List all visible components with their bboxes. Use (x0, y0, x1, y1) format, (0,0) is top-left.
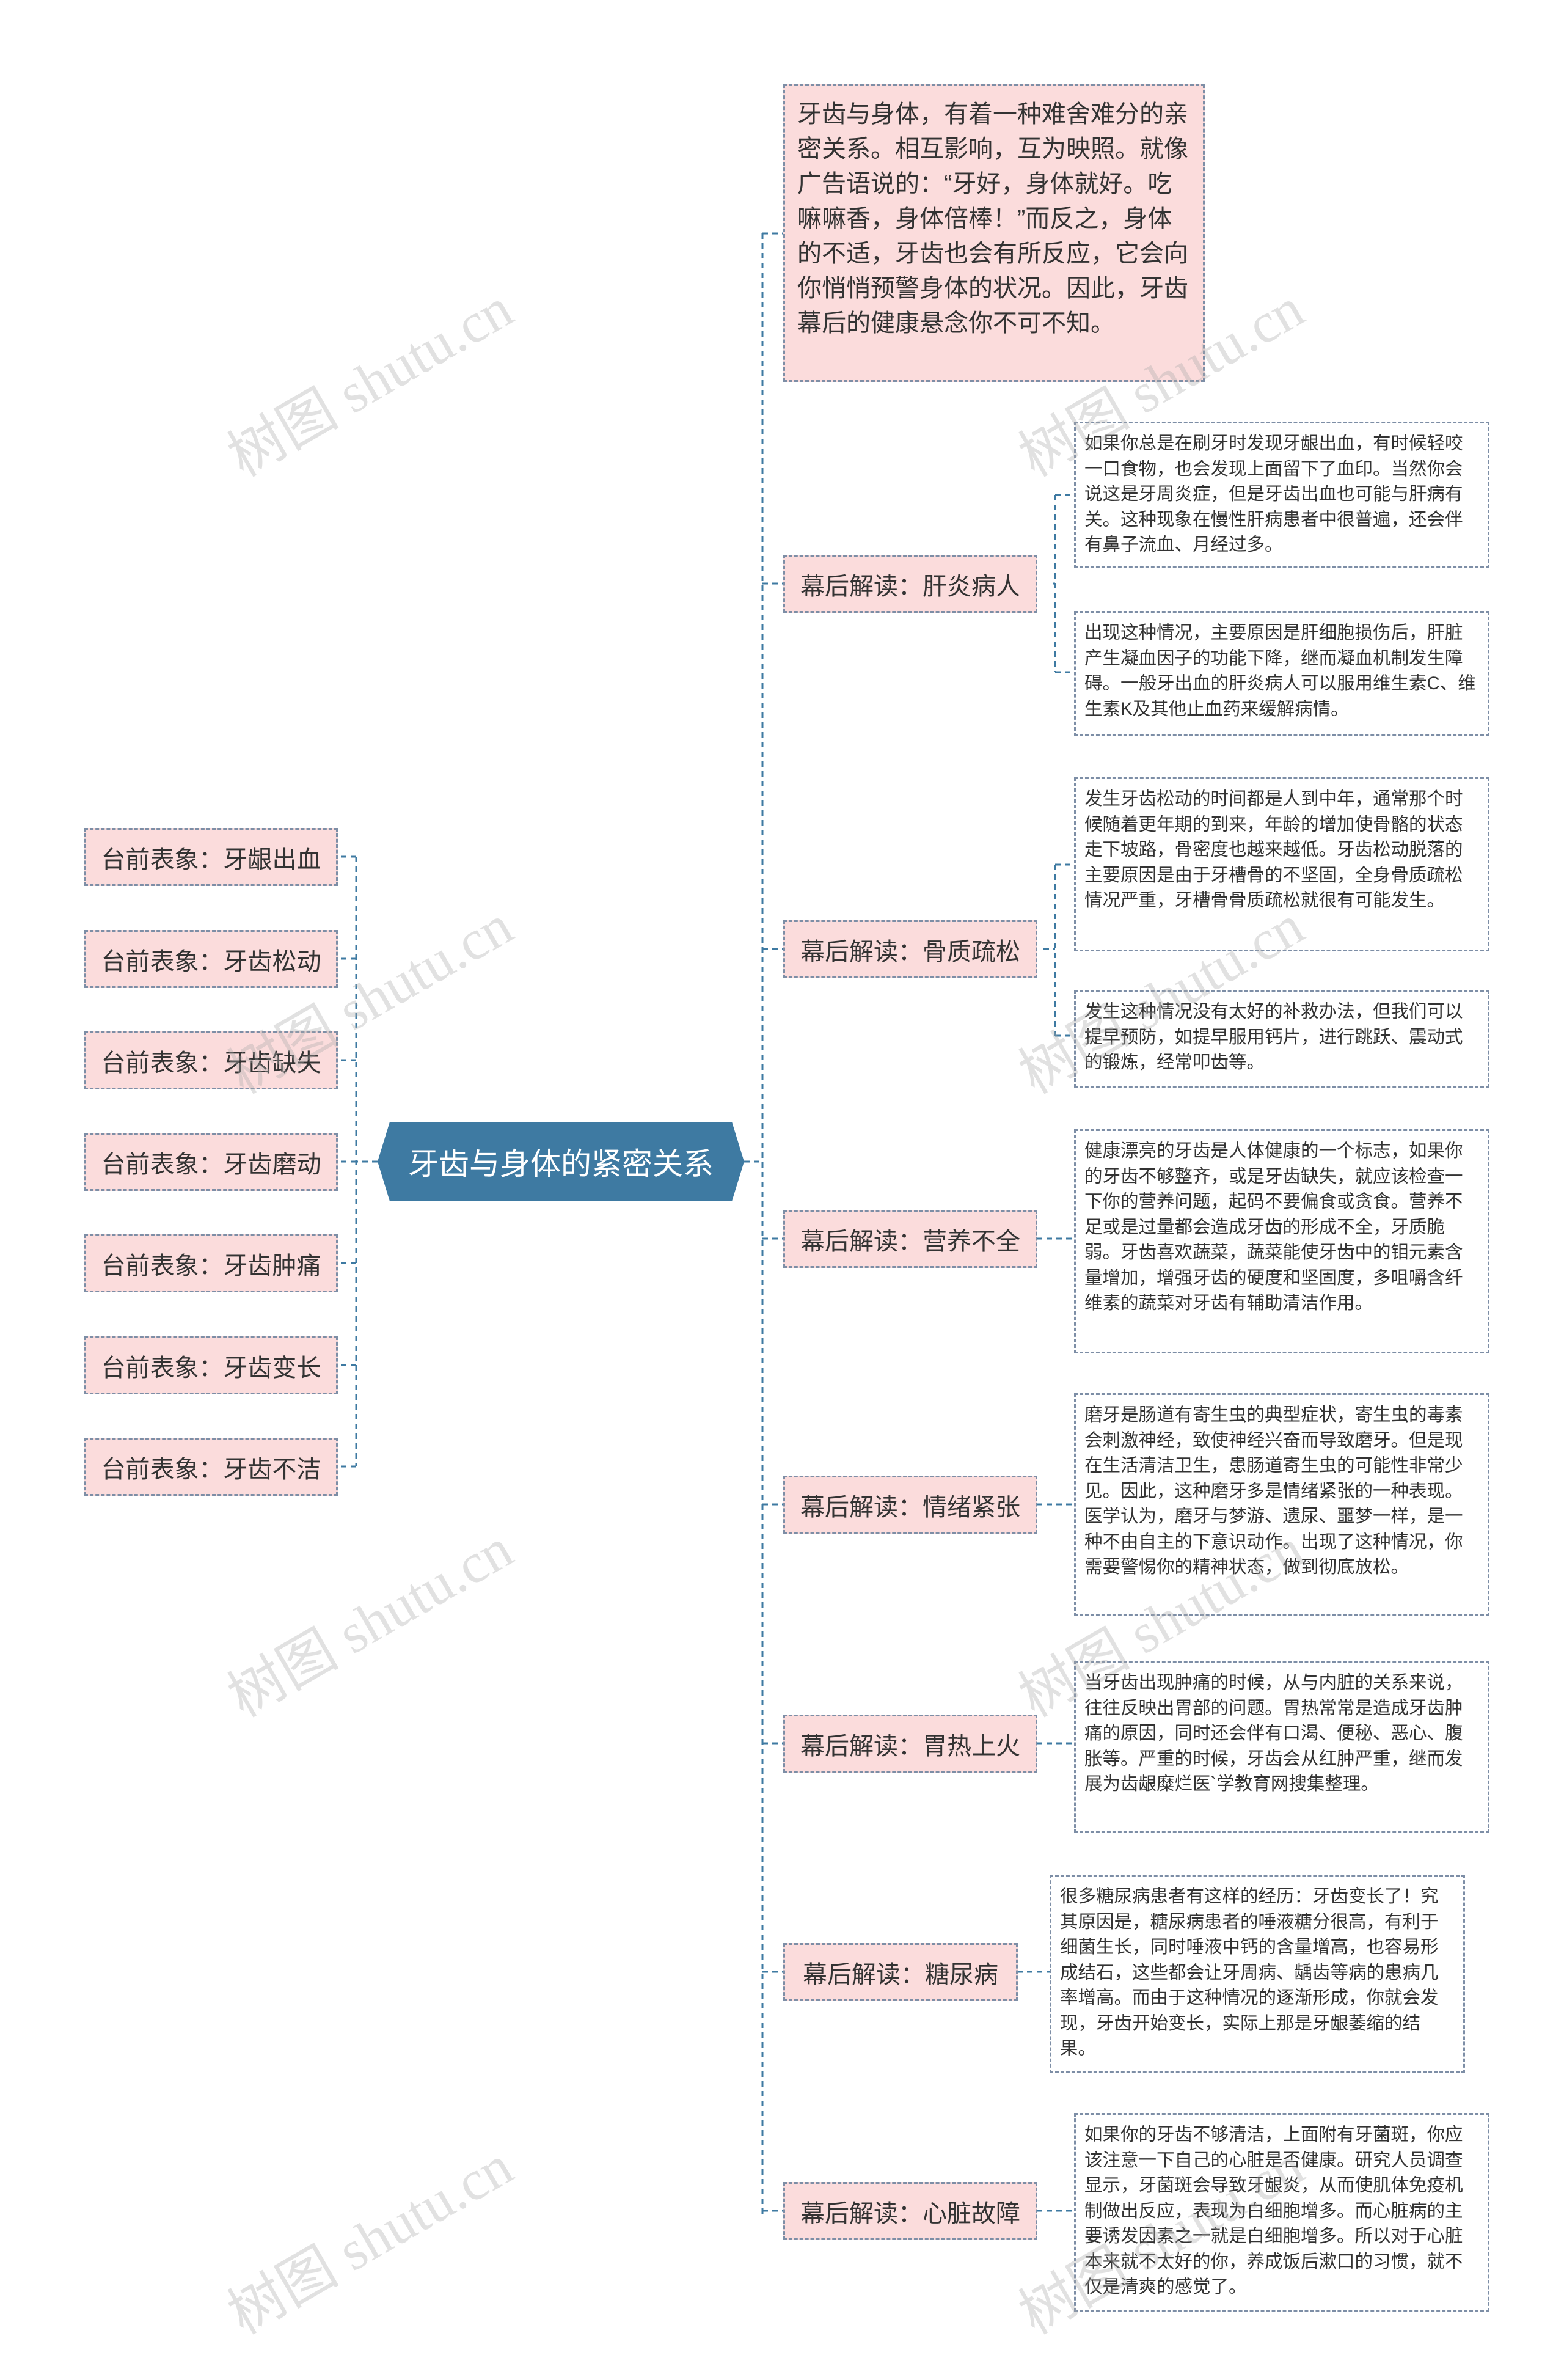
nutrition-note[interactable]: 健康漂亮的牙齿是人体健康的一个标志，如果你的牙齿不够整齐，或是牙齿缺失，就应该检… (1074, 1129, 1489, 1353)
central-topic-shape (378, 1122, 744, 1201)
bone-note-1[interactable]: 发生牙齿松动的时间都是人到中年，通常那个时候随着更年期的到来，年龄的增加使骨骼的… (1074, 777, 1489, 951)
right-node-heart[interactable]: 幕后解读：心脏故障 (783, 2182, 1037, 2240)
left-node-swelling[interactable]: 台前表象：牙齿肿痛 (84, 1234, 338, 1292)
bone-note-2[interactable]: 发生这种情况没有太好的补救办法，但我们可以提早预防，如提早服用钙片，进行跳跃、震… (1074, 990, 1489, 1088)
stomach-note[interactable]: 当牙齿出现肿痛的时候，从与内脏的关系来说，往往反映出胃部的问题。胃热常常是造成牙… (1074, 1661, 1489, 1833)
bone-trunk (1043, 865, 1056, 1036)
intro-note[interactable]: 牙齿与身体，有着一种难舍难分的亲密关系。相互影响，互为映照。就像广告语说的：“牙… (783, 84, 1205, 382)
left-node-missing[interactable]: 台前表象：牙齿缺失 (84, 1031, 338, 1089)
heart-note[interactable]: 如果你的牙齿不够清洁，上面附有牙菌斑，你应该注意一下自己的心脏是否健康。研究人员… (1074, 2113, 1489, 2312)
left-node-unclean[interactable]: 台前表象：牙齿不洁 (84, 1438, 338, 1496)
stress-note[interactable]: 磨牙是肠道有寄生虫的典型症状，寄生虫的毒素会刺激神经，致使神经兴奋而导致磨牙。但… (1074, 1393, 1489, 1616)
left-node-bleeding[interactable]: 台前表象：牙龈出血 (84, 828, 338, 886)
right-node-nutrition[interactable]: 幕后解读：营养不全 (783, 1210, 1037, 1268)
left-node-loose[interactable]: 台前表象：牙齿松动 (84, 930, 338, 988)
central-topic[interactable]: 牙齿与身体的紧密关系 (378, 1122, 744, 1201)
left-node-lengthening[interactable]: 台前表象：牙齿变长 (84, 1336, 338, 1394)
right-node-liver[interactable]: 幕后解读：肝炎病人 (783, 555, 1037, 613)
left-node-grinding[interactable]: 台前表象：牙齿磨动 (84, 1133, 338, 1191)
diabetes-note[interactable]: 很多糖尿病患者有这样的经历：牙齿变长了！究其原因是，糖尿病患者的唾液糖分很高，有… (1050, 1875, 1465, 2073)
right-node-stress[interactable]: 幕后解读：情绪紧张 (783, 1476, 1037, 1534)
liver-trunk (1053, 495, 1056, 672)
liver-note-1[interactable]: 如果你总是在刷牙时发现牙龈出血，有时候轻咬一口食物，也会发现上面留下了血印。当然… (1074, 422, 1489, 568)
right-node-bone[interactable]: 幕后解读：骨质疏松 (783, 920, 1037, 978)
right-node-stomach[interactable]: 幕后解读：胃热上火 (783, 1715, 1037, 1773)
right-node-diabetes[interactable]: 幕后解读：糖尿病 (783, 1943, 1018, 2001)
liver-note-2[interactable]: 出现这种情况，主要原因是肝细胞损伤后，肝脏产生凝血因子的功能下降，继而凝血机制发… (1074, 611, 1489, 736)
central-topic-label: 牙齿与身体的紧密关系 (408, 1147, 714, 1181)
